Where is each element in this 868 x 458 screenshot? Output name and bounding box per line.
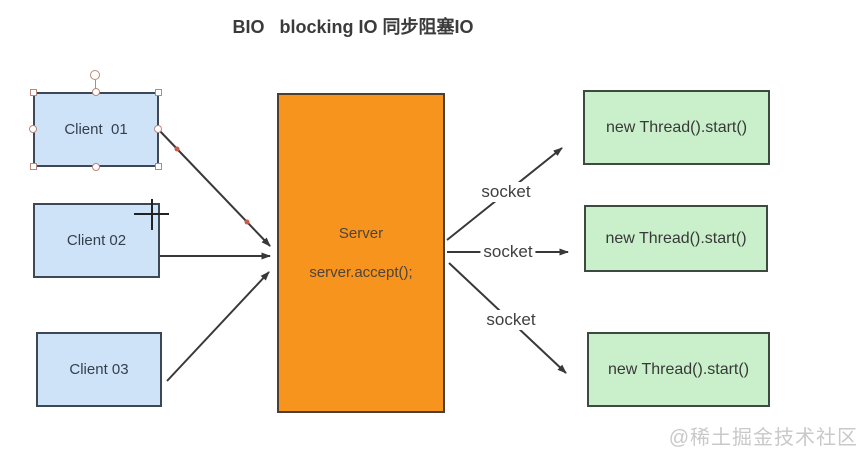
connector-client03-server[interactable] xyxy=(166,271,270,382)
selection-handle-nw[interactable] xyxy=(30,89,37,96)
selection-handle-s[interactable] xyxy=(92,163,100,171)
selection-handle-w[interactable] xyxy=(29,125,37,133)
watermark: @稀土掘金技术社区 xyxy=(668,427,858,449)
server-title: Server xyxy=(338,225,384,242)
client-02-label: Client 02 xyxy=(66,232,127,249)
selection-handle-ne[interactable] xyxy=(155,89,162,96)
client-03-box[interactable]: Client 03 xyxy=(36,332,162,407)
selection-handle-n[interactable] xyxy=(92,88,100,96)
selection-handle-sw[interactable] xyxy=(30,163,37,170)
rotation-handle[interactable] xyxy=(90,70,100,80)
thread-box-3[interactable]: new Thread().start() xyxy=(587,332,770,407)
connector-waypoint-dot[interactable] xyxy=(174,146,180,152)
server-box[interactable]: Server server.accept(); xyxy=(277,93,445,413)
rotation-handle-stem xyxy=(95,80,96,92)
diagram-title[interactable]: BIO blocking IO 同步阻塞IO xyxy=(232,17,474,37)
thread-box-2[interactable]: new Thread().start() xyxy=(584,205,768,272)
thread-label-3: new Thread().start() xyxy=(607,360,750,378)
client-01-box[interactable]: Client 01 xyxy=(33,92,159,167)
crosshair-cursor xyxy=(151,199,153,230)
connector-client01-server[interactable] xyxy=(157,128,271,247)
thread-box-1[interactable]: new Thread().start() xyxy=(583,90,770,165)
server-accept-code: server.accept(); xyxy=(309,264,413,281)
thread-label-2: new Thread().start() xyxy=(605,229,747,247)
socket-label-3[interactable]: socket xyxy=(483,310,539,330)
client-02-box[interactable]: Client 02 xyxy=(33,203,160,278)
client-03-label: Client 03 xyxy=(69,361,129,378)
connector-waypoint-dot[interactable] xyxy=(244,219,250,225)
socket-label-1[interactable]: socket xyxy=(478,182,534,202)
thread-label-1: new Thread().start() xyxy=(605,118,748,136)
socket-label-2[interactable]: socket xyxy=(480,242,536,262)
selection-handle-se[interactable] xyxy=(155,163,162,170)
selection-handle-e[interactable] xyxy=(154,125,162,133)
client-01-label: Client 01 xyxy=(64,121,128,138)
